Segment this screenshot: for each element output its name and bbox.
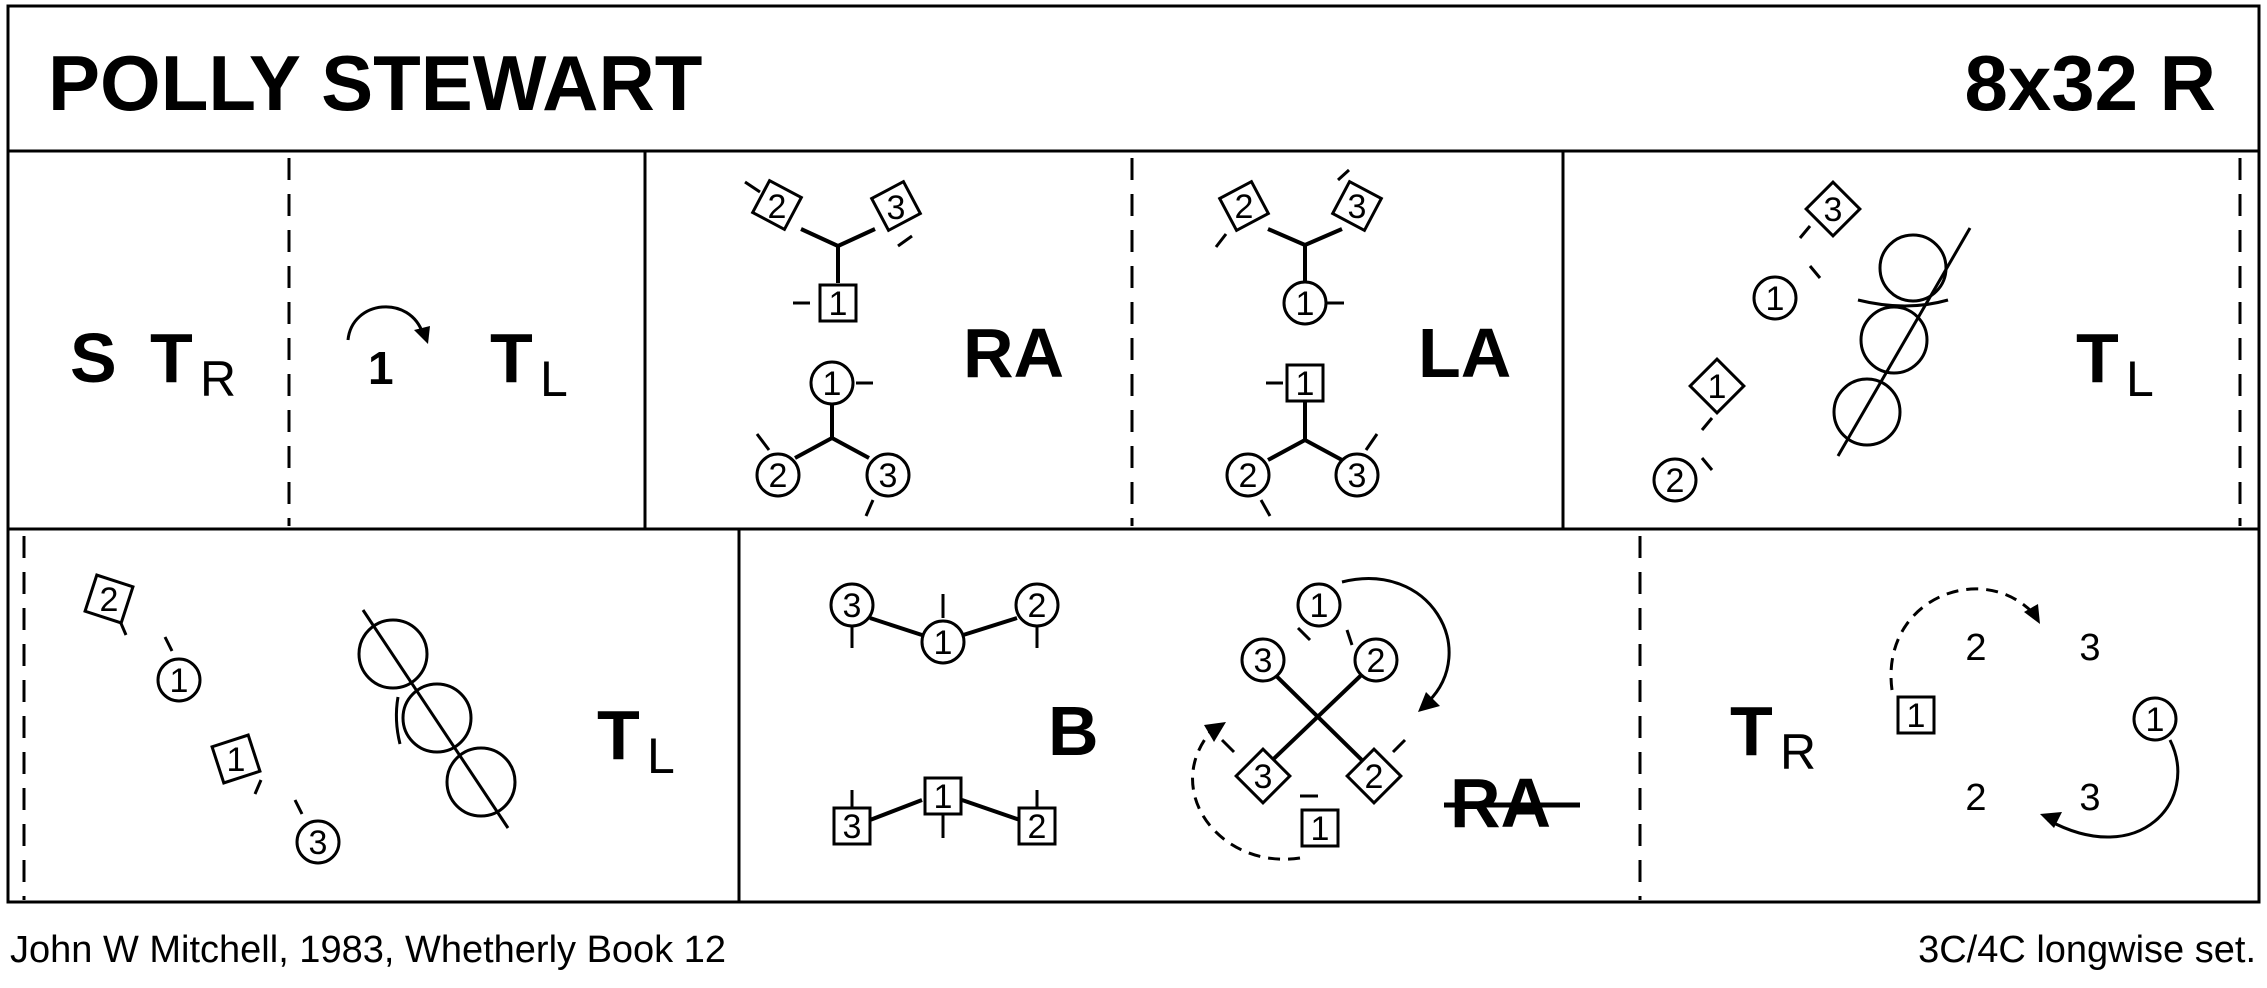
- dancer-1-man: 1: [227, 741, 246, 779]
- dancer-1-man: 1: [1708, 368, 1727, 406]
- dashed-curved-arrow-icon: [1191, 729, 1301, 861]
- dancer-1-woman: 1: [1310, 587, 1329, 625]
- turn-label-sub: L: [2126, 351, 2154, 407]
- dashed-dividers: [22, 158, 2242, 900]
- turn-label-sub: R: [1780, 724, 1816, 780]
- dancer-2-woman: 2: [1028, 587, 1047, 625]
- dancer-man-marker: [1896, 695, 1936, 735]
- dancer-3-woman: 3: [843, 587, 862, 625]
- dancer-1-woman: 1: [823, 365, 842, 403]
- dancer-3-woman: 3: [1348, 457, 1367, 495]
- dancer-1-man: 1: [1907, 697, 1926, 735]
- turn-label: T: [490, 319, 533, 397]
- dancer-2-woman: 2: [1666, 462, 1685, 500]
- dancer-2-man: 2: [1365, 758, 1384, 796]
- figure-label: LA: [1418, 314, 1511, 392]
- dancer-1-man: 1: [1296, 365, 1315, 403]
- dancer-1-woman: 1: [2146, 701, 2165, 739]
- turn-label-sub: L: [540, 351, 568, 407]
- arrowhead-icon: [2040, 812, 2062, 828]
- cell-cast-turn: 1 T L: [346, 305, 568, 407]
- cell-set-turn: S T R: [70, 319, 236, 407]
- dancer-1-woman: 1: [1296, 285, 1315, 323]
- turn-label: T: [597, 696, 640, 774]
- dancer-3-man: 3: [1824, 191, 1843, 229]
- cell-balance: 3 1 2 3 1 2 B: [829, 582, 1099, 846]
- cell-turn-right: T R 1 2 3 1 2 3: [1730, 587, 2180, 839]
- reel-of-three-icon: [357, 609, 517, 829]
- position-2-label: 2: [1965, 777, 1986, 819]
- turn-label-sub: L: [647, 728, 675, 784]
- dancer-1-woman: 1: [1766, 280, 1785, 318]
- cast-arrowhead-icon: [414, 326, 430, 344]
- turn-label: T: [1730, 692, 1773, 770]
- reel-of-three-icon: [1832, 227, 1972, 457]
- cell-rights-across: 2 3 1 1 2 3 RA: [744, 178, 1064, 517]
- cell-reel-turn-left-2: 2 1 1 3 T L: [83, 573, 675, 865]
- dancer-2-woman: 2: [1367, 642, 1386, 680]
- dancer-2-woman: 2: [1239, 457, 1258, 495]
- position-3-label: 3: [2079, 627, 2100, 669]
- dancer-3-woman: 3: [1254, 642, 1273, 680]
- dancer-2-man: 2: [100, 581, 119, 619]
- dancer-3-man: 3: [1254, 758, 1273, 796]
- set-type-text: 3C/4C longwise set.: [1918, 929, 2256, 971]
- arrowhead-icon: [2024, 604, 2040, 624]
- turn-label-sub: R: [200, 351, 236, 407]
- position-3-label: 3: [2079, 777, 2100, 819]
- dancer-woman-marker: [2132, 696, 2178, 742]
- turn-label: T: [2076, 319, 2119, 397]
- dance-title: POLLY STEWART: [48, 39, 702, 127]
- cast-arrow-icon: [346, 305, 425, 341]
- dancer-3-woman: 3: [879, 457, 898, 495]
- dashed-curved-arrow-icon: [1889, 587, 2034, 691]
- arrowhead-icon: [1418, 692, 1440, 712]
- dancer-1-man: 1: [1311, 810, 1330, 848]
- figure-label: B: [1048, 692, 1099, 770]
- cell-reel-turn-left: 3 1 1 2 T L: [1652, 180, 2154, 503]
- grid-lines: [6, 4, 2261, 904]
- position-2-label: 2: [1965, 627, 1986, 669]
- credit-text: John W Mitchell, 1983, Whetherly Book 12: [10, 929, 726, 971]
- set-step-label: S: [70, 319, 117, 397]
- dancer-1-woman: 1: [934, 624, 953, 662]
- turn-label: T: [150, 319, 193, 397]
- cell-lefts-across: 2 3 1 1 2 3 LA: [1214, 168, 1511, 517]
- dancer-1-man: 1: [934, 778, 953, 816]
- dancer-3-man: 3: [887, 189, 906, 227]
- curved-arrow-icon: [2047, 739, 2180, 839]
- dancer-3-man: 3: [843, 808, 862, 846]
- curved-arrow-icon: [1341, 577, 1451, 704]
- cell-rights-across-skipped: 1 3 2 3 2 1 RA: [1191, 577, 1580, 861]
- dance-formation: 8x32 R: [1964, 39, 2216, 127]
- dancer-1-man: 1: [829, 285, 848, 323]
- dancer-2-man: 2: [768, 188, 787, 226]
- dancer-3-woman: 3: [309, 824, 328, 862]
- dancer-2-man: 2: [1235, 188, 1254, 226]
- dancer-2-man: 2: [1028, 808, 1047, 846]
- dancer-1-woman: 1: [170, 662, 189, 700]
- dancer-3-man: 3: [1348, 188, 1367, 226]
- arrowhead-icon: [1204, 722, 1226, 742]
- dancer-2-woman: 2: [769, 457, 788, 495]
- figure-label: RA: [963, 314, 1064, 392]
- cast-dancer-number: 1: [368, 342, 394, 394]
